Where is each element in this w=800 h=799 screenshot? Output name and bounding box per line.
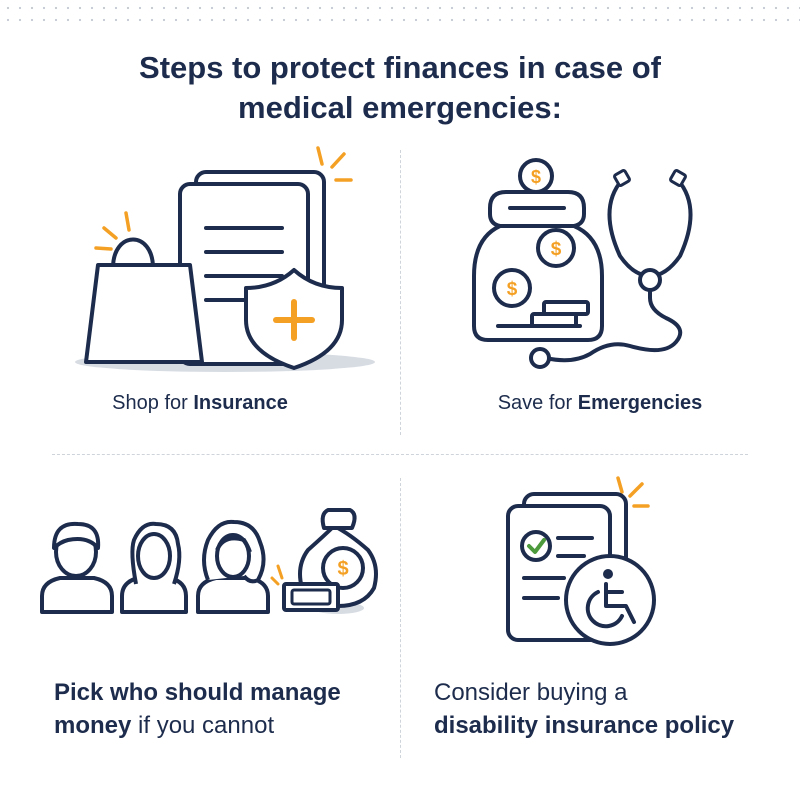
step-4-line-1: Consider buying a [434,679,628,706]
people-money-bag-icon: $ [40,508,378,614]
step-1-caption: Shop for Insurance [0,392,400,415]
step-2-bold: Emergencies [577,392,703,414]
jar-coin-1-symbol: $ [551,239,562,260]
step-4-bold-line-2: disability insurance policy [434,712,735,739]
step-2-caption: Save for Emergencies [400,392,800,415]
title-line-2: medical emergencies: [238,90,562,125]
title-line-1: Steps to protect finances in case of [139,50,661,85]
document-wheelchair-icon [506,476,656,646]
jar-coin-2-symbol: $ [507,279,518,300]
vertical-divider-bottom [400,478,401,758]
step-3-bold-line-1: Pick who should manage [54,679,341,706]
money-bag-symbol: $ [337,558,348,580]
shopping-bag-document-shield-icon [75,146,375,372]
vertical-divider-top [400,150,401,435]
horizontal-divider [52,454,748,455]
money-jar-stethoscope-icon: $ $ $ [472,158,693,369]
step-1-bold: Insurance [193,392,288,414]
jar-top-coin-symbol: $ [531,167,541,187]
step-4-caption: Consider buying a disability insurance p… [434,676,734,742]
step-3-suffix: if you cannot [131,712,275,739]
step-3-bold-line-2: money [54,712,132,739]
step-1-prefix: Shop for [112,392,194,414]
step-3-caption: Pick who should manage money if you cann… [54,676,341,742]
step-2-prefix: Save for [497,392,578,414]
page-title: Steps to protect finances in case of med… [0,48,800,128]
dotted-header-pattern [0,0,800,28]
